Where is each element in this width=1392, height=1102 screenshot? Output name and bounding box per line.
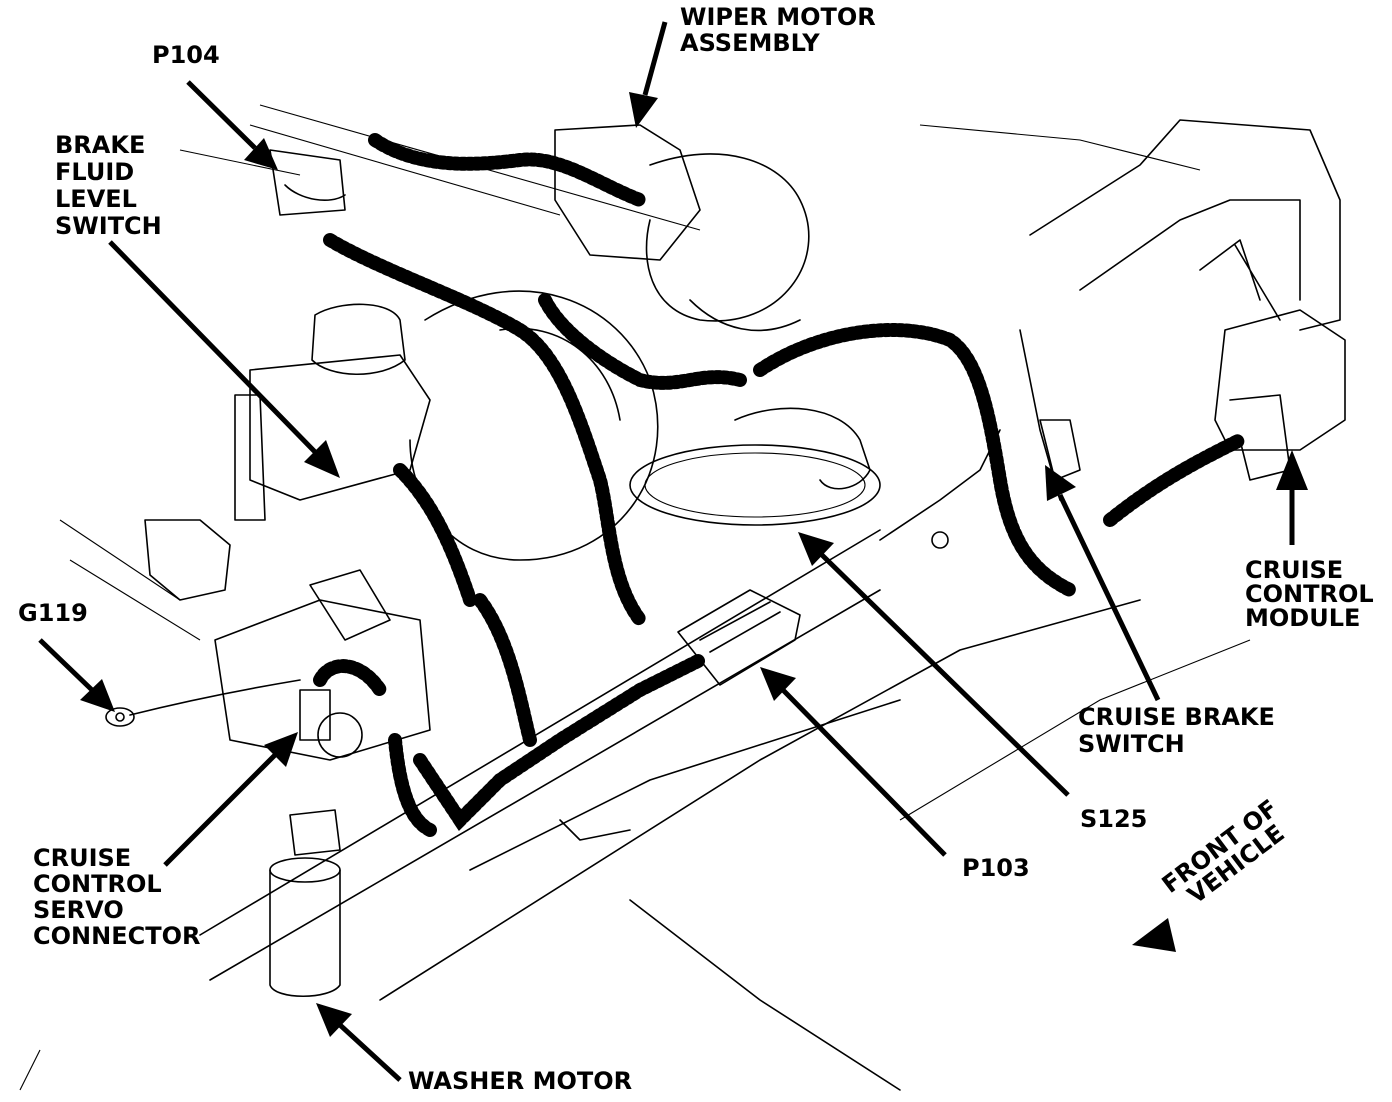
cruise-module-line-2: CONTROL	[1245, 580, 1374, 608]
g119-arrow	[38, 638, 115, 712]
wiper-motor-line-2: ASSEMBLY	[680, 29, 820, 57]
label-s125: S125	[1080, 805, 1148, 833]
cruise-brake-line-2: SWITCH	[1078, 730, 1185, 758]
cruise-brake-arrow	[1045, 465, 1161, 702]
label-g119: G119	[18, 599, 88, 627]
brake-fluid-arrow	[108, 240, 340, 478]
p104-arrow	[186, 80, 278, 170]
cruise-servo-line-4: CONNECTOR	[33, 922, 201, 950]
cruise-servo-line-1: CRUISE	[33, 844, 132, 872]
cruise-module-arrow	[1276, 450, 1308, 545]
brake-fluid-line-4: SWITCH	[55, 212, 162, 240]
cruise-module-line-1: CRUISE	[1245, 556, 1344, 584]
cruise-servo-arrow	[163, 732, 298, 867]
brake-fluid-line-2: FLUID	[55, 158, 135, 186]
label-cruise-brake-switch: CRUISE BRAKE SWITCH	[1078, 704, 1275, 758]
wiper-motor-arrow	[629, 21, 668, 128]
label-cruise-control-servo-connector: CRUISE CONTROL SERVO CONNECTOR	[33, 845, 200, 949]
label-cruise-control-module: CRUISE CONTROL MODULE	[1245, 558, 1374, 630]
label-p104: P104	[152, 41, 220, 69]
label-brake-fluid-level-switch: BRAKE FLUID LEVEL SWITCH	[55, 132, 162, 240]
front-of-vehicle-arrow	[1132, 918, 1176, 952]
label-washer-motor: WASHER MOTOR	[408, 1067, 633, 1095]
label-p103: P103	[962, 854, 1030, 882]
cruise-servo-line-2: CONTROL	[33, 870, 162, 898]
wiper-motor-line-1: WIPER MOTOR	[680, 3, 876, 31]
cruise-brake-line-1: CRUISE BRAKE	[1078, 703, 1275, 731]
label-wiper-motor-assembly: WIPER MOTOR ASSEMBLY	[680, 4, 876, 56]
washer-motor-arrow	[316, 1003, 402, 1082]
cruise-servo-line-3: SERVO	[33, 896, 124, 924]
brake-fluid-line-1: BRAKE	[55, 131, 146, 159]
s125-arrow	[798, 532, 1070, 797]
leader-arrows	[38, 21, 1308, 1082]
engine-bay-drawing	[19, 104, 1346, 1091]
brake-fluid-line-3: LEVEL	[55, 185, 137, 213]
cruise-module-line-3: MODULE	[1245, 604, 1361, 632]
p103-arrow	[760, 667, 947, 857]
